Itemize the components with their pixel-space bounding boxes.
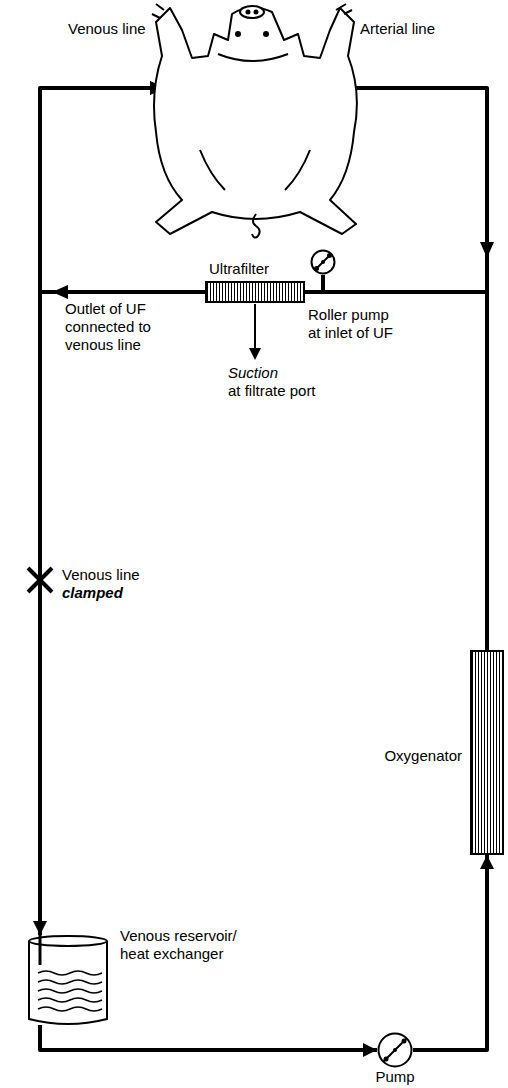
suction-line xyxy=(254,304,256,352)
component-label: Pump xyxy=(365,1068,425,1086)
tubing-line xyxy=(40,292,205,935)
arterial-line xyxy=(348,88,487,292)
component-label: Oxygenator xyxy=(374,747,462,765)
component-label: Ultrafilter xyxy=(209,260,269,278)
ultrafilter-box: Ultrafilter xyxy=(205,281,305,303)
component-label: Roller pump at inlet of UF xyxy=(308,306,398,342)
annotation-label: Suction xyxy=(228,364,278,382)
pump-symbol xyxy=(310,249,336,275)
tubing-line xyxy=(305,275,323,292)
oxygenator-box: Oxygenator xyxy=(470,650,504,855)
annotation-label: clamped xyxy=(62,584,123,602)
annotation-label: Outlet of UF connected to venous line xyxy=(65,300,165,354)
tubing-line xyxy=(40,1025,377,1050)
pump-symbol xyxy=(377,1032,413,1068)
annotation-label: at filtrate port xyxy=(228,382,316,400)
arrow-head xyxy=(480,242,494,258)
venous-reservoir: Venous reservoir/ heat exchanger xyxy=(28,935,108,1025)
roller-pump: Roller pump at inlet of UF xyxy=(310,249,336,275)
tubing-line xyxy=(413,855,487,1050)
reservoir-symbol xyxy=(28,935,108,1025)
pump: Pump xyxy=(377,1032,413,1068)
component-label: Venous reservoir/ heat exchanger xyxy=(120,927,255,963)
venous-line xyxy=(40,88,162,292)
annotation-label: Arterial line xyxy=(360,20,435,38)
annotation-label: Venous line xyxy=(62,566,140,584)
pig-illustration xyxy=(152,4,357,238)
annotation-label: Venous line xyxy=(68,20,146,38)
arrow-head xyxy=(249,348,261,360)
